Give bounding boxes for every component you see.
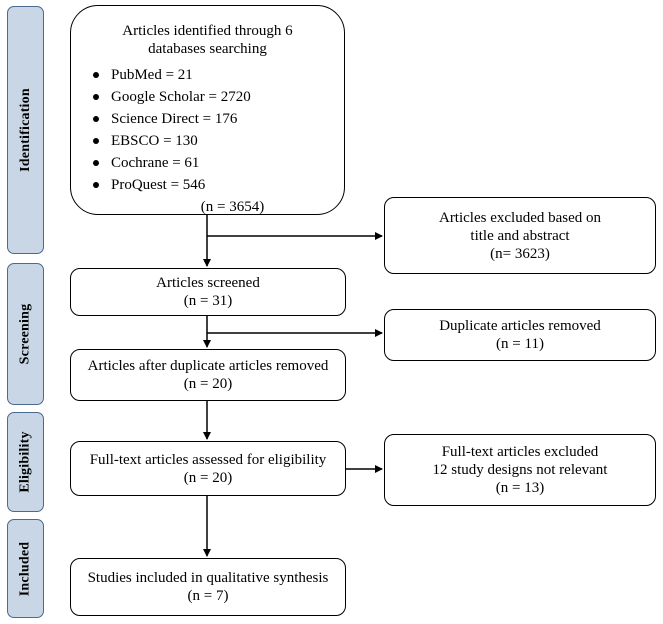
fulltext-excluded-line2: 12 study designs not relevant xyxy=(432,462,608,478)
database-list: PubMed = 21 Google Scholar = 2720 Scienc… xyxy=(91,64,251,196)
fulltext-excluded-line1: Full-text articles excluded xyxy=(441,444,599,460)
phase-eligibility: Eligibility xyxy=(7,412,44,512)
fulltext-assessed-label: Full-text articles assessed for eligibil… xyxy=(89,451,327,468)
duplicates-count: (n = 11) xyxy=(496,336,544,352)
screened-box: Articles screened (n = 31) xyxy=(70,268,346,316)
database-item: ProQuest = 546 xyxy=(91,174,251,196)
database-item: Google Scholar = 2720 xyxy=(91,86,251,108)
identified-box: Articles identified through 6 databases … xyxy=(70,5,345,215)
fulltext-excluded-box: Full-text articles excluded 12 study des… xyxy=(384,434,656,506)
phase-screening: Screening xyxy=(7,263,44,405)
fulltext-assessed-box: Full-text articles assessed for eligibil… xyxy=(70,441,346,496)
identified-title-line1: Articles identified through 6 xyxy=(122,23,293,39)
phase-identification: Identification xyxy=(7,6,44,254)
included-box: Studies included in qualitative synthesi… xyxy=(70,558,346,616)
excluded-title-count: (n= 3623) xyxy=(490,245,550,262)
included-count: (n = 7) xyxy=(187,588,229,604)
screened-label: Articles screened xyxy=(156,275,260,291)
fulltext-excluded-count: (n = 13) xyxy=(495,480,545,496)
database-item: Cochrane = 61 xyxy=(91,152,251,174)
after-duplicates-label: Articles after duplicate articles remove… xyxy=(87,358,329,374)
excluded-title-line1: Articles excluded based on xyxy=(438,209,602,226)
after-duplicates-count: (n = 20) xyxy=(183,376,233,392)
included-label: Studies included in qualitative synthesi… xyxy=(87,570,329,586)
duplicates-label: Duplicate articles removed xyxy=(439,318,601,334)
duplicates-removed-box: Duplicate articles removed (n = 11) xyxy=(384,309,656,361)
database-item: Science Direct = 176 xyxy=(91,108,251,130)
phase-included: Included xyxy=(7,519,44,618)
database-item: EBSCO = 130 xyxy=(91,130,251,152)
screened-count: (n = 31) xyxy=(183,293,233,309)
fulltext-assessed-count: (n = 20) xyxy=(183,469,233,486)
after-duplicates-box: Articles after duplicate articles remove… xyxy=(70,349,346,401)
excluded-title-line2: title and abstract xyxy=(470,227,570,244)
identified-title-line2: databases searching xyxy=(148,41,267,57)
database-item: PubMed = 21 xyxy=(91,64,251,86)
identified-total: (n = 3654) xyxy=(200,199,265,215)
excluded-title-abstract-box: Articles excluded based on title and abs… xyxy=(384,197,656,274)
